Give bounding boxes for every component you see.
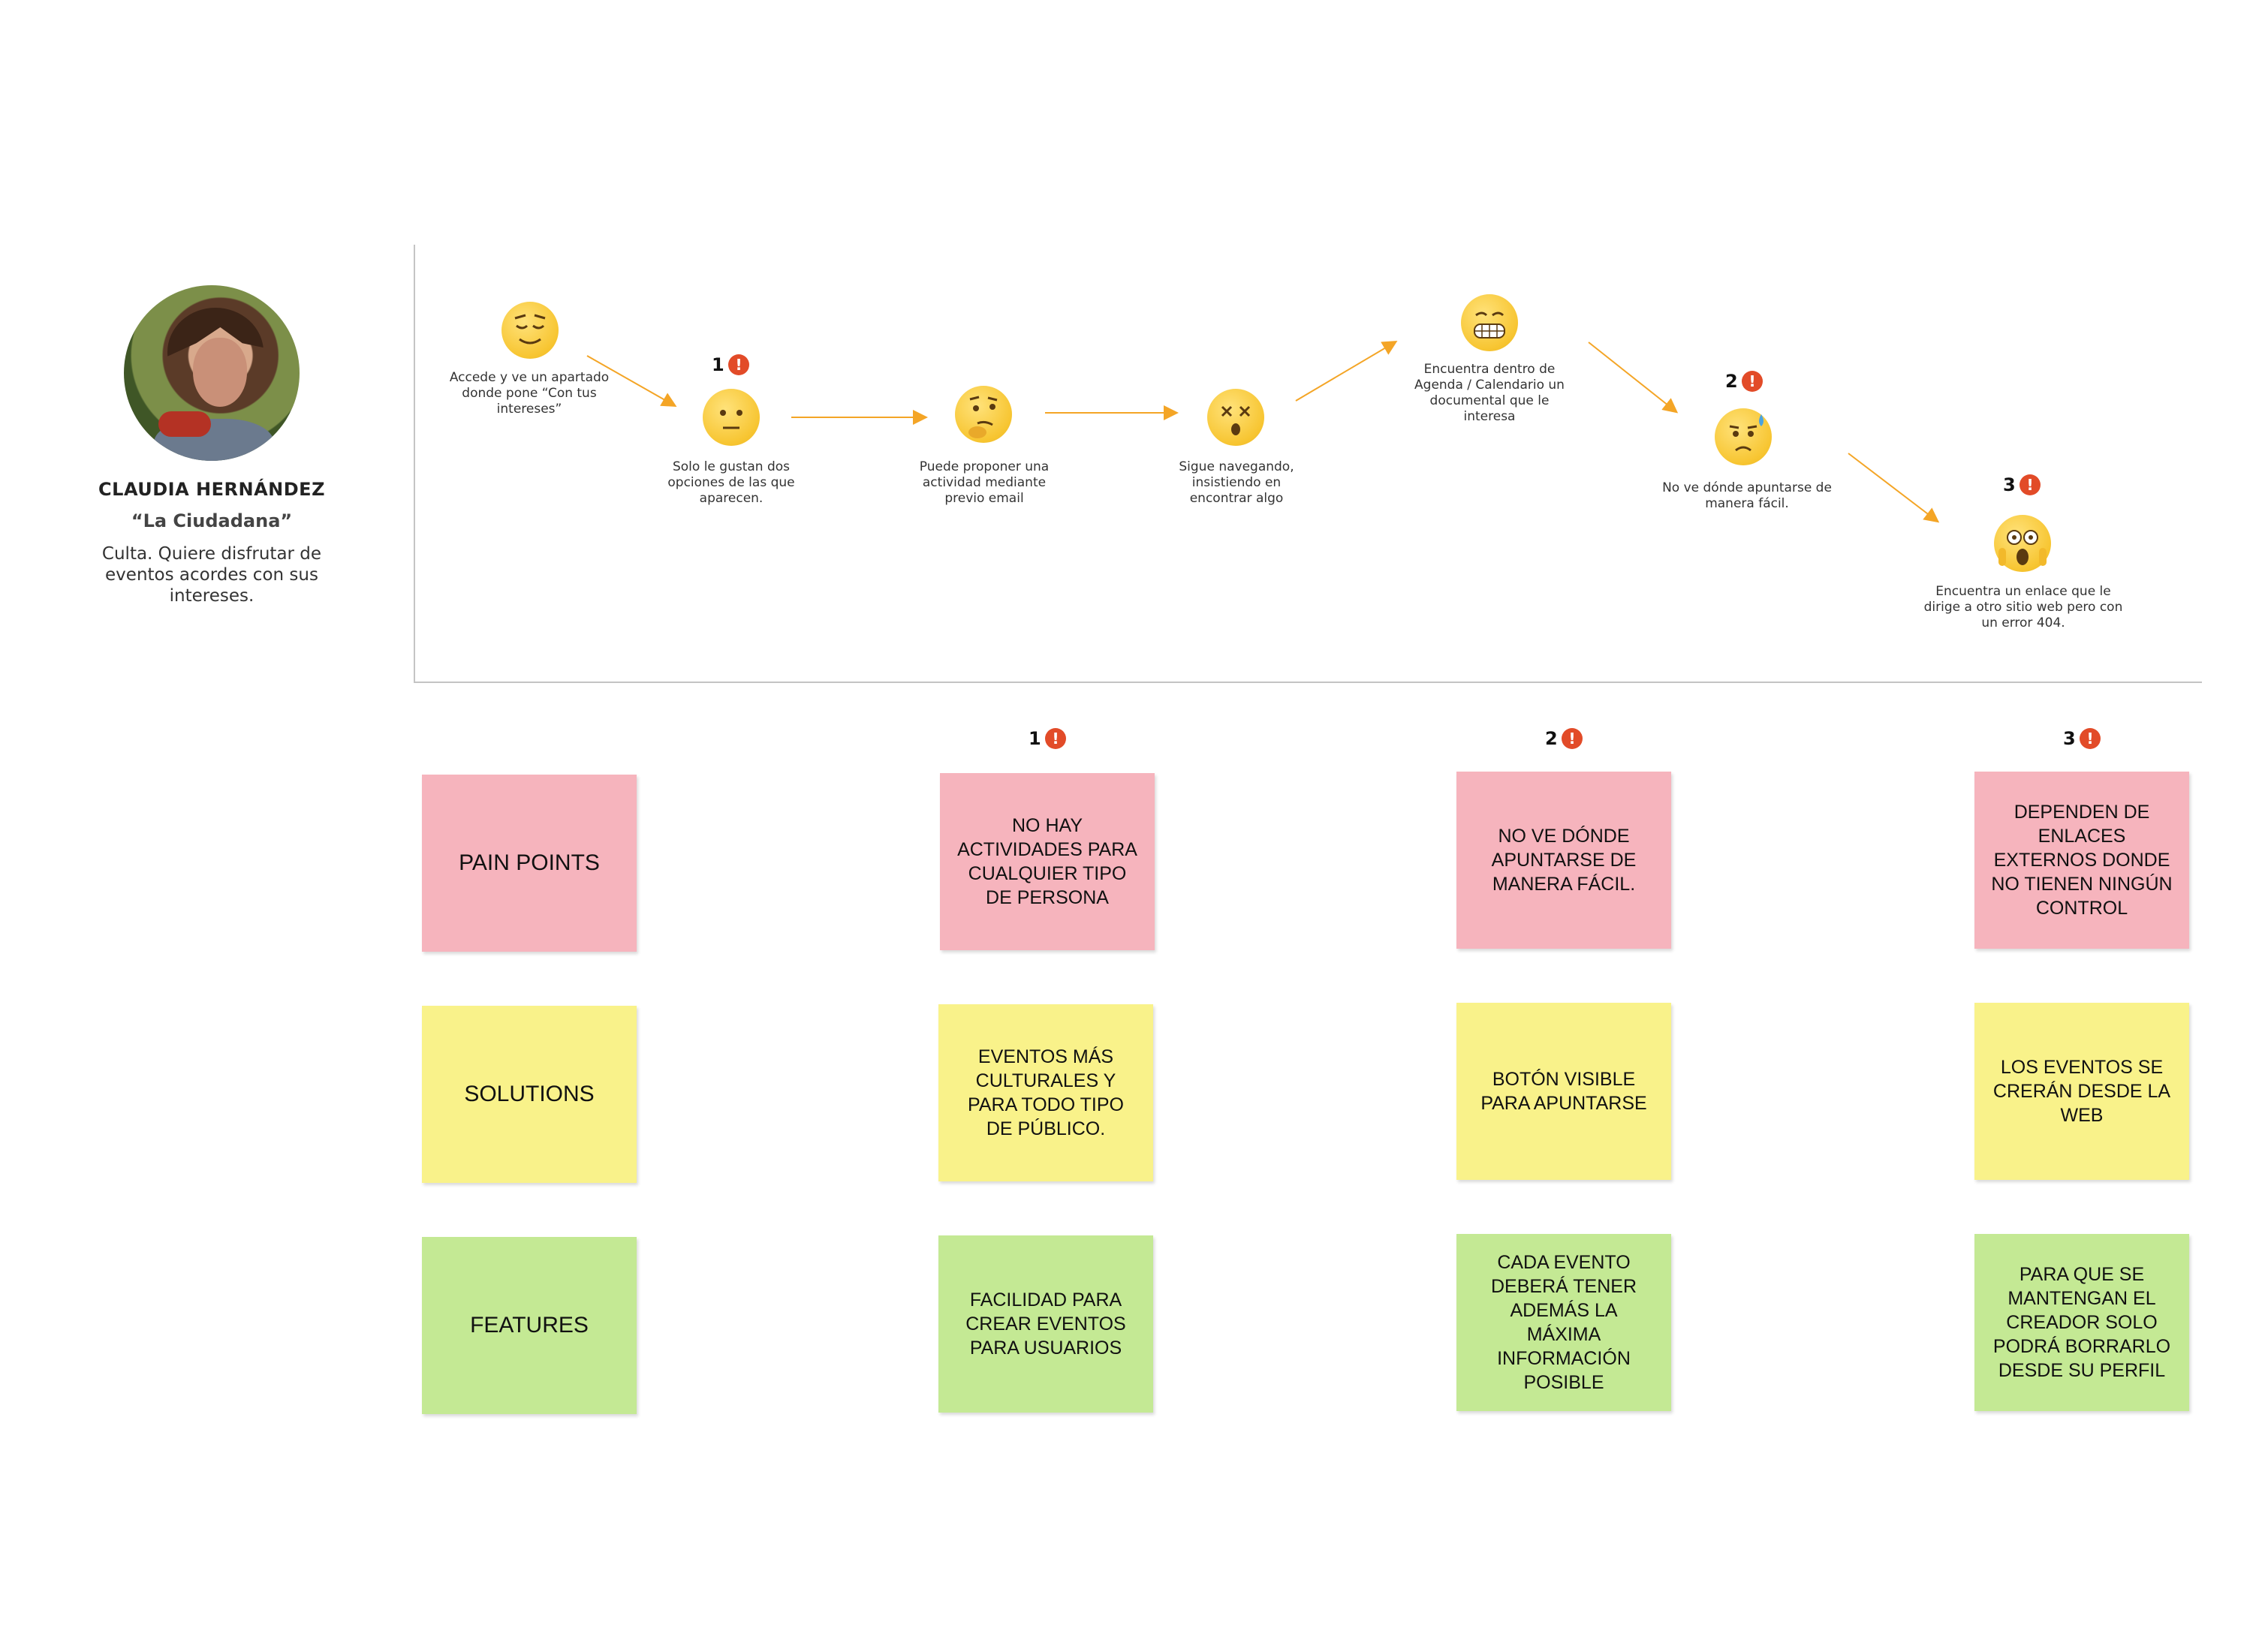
pain-marker-number: 2 — [1725, 371, 1738, 392]
journey-step-text: Encuentra dentro de Agenda / Calendario … — [1414, 362, 1565, 424]
journey-axis-horizontal — [414, 682, 2202, 683]
column-marker-number: 1 — [1029, 728, 1041, 749]
grimacing-face-icon — [1461, 294, 1518, 351]
row-label-pain-points: PAIN POINTS — [422, 775, 637, 952]
journey-step-text: Encuentra un enlace que le dirige a otro… — [1923, 584, 2123, 630]
journey-step-text: Accede y ve un apartado donde pone “Con … — [449, 370, 610, 417]
persona-name: CLAUDIA HERNÁNDEZ — [98, 479, 325, 500]
neutral-face-icon — [703, 389, 760, 446]
dizzy-face-icon — [1207, 389, 1264, 446]
journey-arrow — [586, 355, 677, 407]
column-marker-number: 2 — [1545, 728, 1558, 749]
journey-arrow — [1588, 342, 1679, 414]
alert-icon: ! — [2080, 728, 2101, 749]
journey-axis-vertical — [414, 245, 415, 683]
persona-role: “La Ciudadana” — [131, 510, 293, 531]
alert-icon: ! — [1045, 728, 1066, 749]
journey-arrow — [1848, 453, 1940, 523]
journey-step-text: No ve dónde apuntarse de manera fácil. — [1662, 480, 1832, 511]
column-marker-number: 3 — [2063, 728, 2076, 749]
row-label-solutions: SOLUTIONS — [422, 1006, 637, 1183]
anxious-sweat-face-icon — [1715, 408, 1772, 465]
solution-note: LOS EVENTOS SE CRERÁN DESDE LA WEB — [1974, 1003, 2189, 1180]
pain-marker-number: 1 — [712, 354, 724, 375]
thinking-face-icon — [955, 386, 1012, 443]
feature-note: CADA EVENTO DEBERÁ TENER ADEMÁS LA MÁXIM… — [1456, 1234, 1671, 1411]
journey-step-text: Puede proponer una actividad mediante pr… — [919, 459, 1050, 506]
solution-note: BOTÓN VISIBLE PARA APUNTARSE — [1456, 1003, 1671, 1180]
solution-note: EVENTOS MÁS CULTURALES Y PARA TODO TIPO … — [938, 1004, 1153, 1181]
pain-point-note: NO VE DÓNDE APUNTARSE DE MANERA FÁCIL. — [1456, 772, 1671, 949]
alert-icon: ! — [728, 354, 749, 375]
journey-step-text: Sigue navegando, insistiendo en encontra… — [1179, 459, 1294, 506]
pain-point-note: NO HAY ACTIVIDADES PARA CUALQUIER TIPO D… — [940, 773, 1155, 950]
feature-note: FACILIDAD PARA CREAR EVENTOS PARA USUARI… — [938, 1235, 1153, 1413]
persona-avatar — [124, 285, 300, 461]
persona-description: Culta. Quiere disfrutar de eventos acord… — [101, 544, 322, 606]
feature-note: PARA QUE SE MANTENGAN EL CREADOR SOLO PO… — [1974, 1234, 2189, 1411]
screaming-face-icon — [1994, 515, 2051, 572]
relieved-face-icon — [501, 302, 559, 359]
journey-step-text: Solo le gustan dos opciones de las que a… — [667, 459, 795, 506]
alert-icon: ! — [2020, 474, 2041, 495]
journey-arrow — [1295, 340, 1398, 402]
pain-marker-number: 3 — [2003, 474, 2016, 495]
pain-point-note: DEPENDEN DE ENLACES EXTERNOS DONDE NO TI… — [1974, 772, 2189, 949]
alert-icon: ! — [1742, 371, 1763, 392]
alert-icon: ! — [1562, 728, 1583, 749]
row-label-features: FEATURES — [422, 1237, 637, 1414]
